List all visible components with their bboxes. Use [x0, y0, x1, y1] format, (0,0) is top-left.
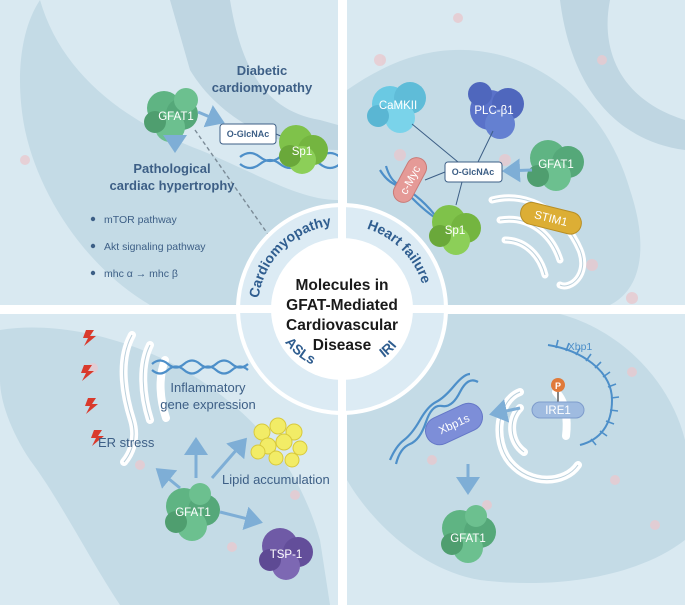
gfat1-protein-tr: GFAT1 — [527, 140, 584, 191]
arrow-gfat-lipid — [210, 437, 247, 479]
center-title-line4: Disease — [313, 337, 372, 354]
center-disc — [271, 238, 413, 380]
sp1-label-tl: Sp1 — [292, 146, 312, 158]
dashed-link-tl — [194, 129, 273, 241]
oglcnac-label-tl: O-GlcNAc — [227, 129, 270, 139]
asls-panel: Inflammatory gene expression ER stress L… — [81, 330, 330, 580]
er-stress-label: ER stress — [98, 435, 155, 450]
gfat1-protein-tl: GFAT1 — [144, 88, 198, 142]
center-title-line2: GFAT-Mediated — [286, 297, 398, 314]
xbp1s-protein: Xbp1s — [424, 402, 484, 446]
lipid-label: Lipid accumulation — [222, 472, 330, 487]
link-oglcnac-sp1 — [455, 181, 463, 206]
ire1-label: IRE1 — [545, 405, 571, 417]
arrow-ire1-xbp1s — [489, 399, 521, 423]
center-title-line3: Cardiovascular — [286, 317, 398, 334]
heart-silhouette-bottom-left — [0, 327, 330, 605]
plc-beta1-protein: PLC-β1 — [468, 82, 524, 139]
gfat1-protein-bl: GFAT1 — [165, 483, 220, 541]
dna-helix-br — [388, 372, 479, 465]
arrow-gfat-tsp — [219, 506, 263, 531]
plc-label: PLC-β1 — [474, 105, 513, 117]
link-oglcnac-plc — [477, 130, 494, 163]
iri-panel: Xbp1 P IRE1 Xbp1s GFAT1 — [388, 339, 620, 563]
arrow-gfat-erstress — [155, 468, 181, 490]
sp1-label-tr: Sp1 — [445, 225, 465, 237]
diabetic-cardiomyopathy-label-line2: cardiomyopathy — [212, 80, 313, 95]
bullet-akt: Akt signaling pathway — [104, 241, 206, 253]
dna-helix-bl — [151, 359, 249, 375]
stim1-protein: STIM1 — [520, 201, 582, 235]
camkii-label: CaMKII — [379, 100, 417, 112]
oglcnac-box-tr — [444, 161, 503, 183]
cardiomyopathy-panel: Diabetic cardiomyopathy GFAT1 O-GlcNAc S… — [90, 63, 341, 280]
camkii-protein: CaMKII — [367, 82, 426, 133]
er-membrane-outline-tr — [491, 197, 583, 287]
center-title-line1: Molecules in — [295, 277, 388, 294]
heart-failure-panel: CaMKII PLC-β1 GFAT1 O-GlcNAc c-Myc Sp1 — [367, 82, 586, 290]
phospho-marker — [551, 378, 565, 392]
link-oglcnac-camkii — [411, 123, 459, 163]
diabetic-cardiomyopathy-label: Diabetic — [237, 63, 288, 78]
tsp1-label: TSP-1 — [270, 549, 303, 561]
gfat1-label-tl: GFAT1 — [158, 111, 194, 123]
sp1-protein-tl: Sp1 — [279, 125, 328, 174]
gfat1-protein-br: GFAT1 — [441, 505, 496, 563]
bullet-mtor: mTOR pathway — [104, 214, 177, 226]
sp1-protein-tr: Sp1 — [429, 205, 481, 255]
bullet-mhc: mhc α → mhc β — [104, 268, 178, 280]
bullet-dot-2 — [90, 243, 96, 249]
xbp1-mrna — [547, 344, 614, 446]
ire1-protein: IRE1 — [531, 401, 585, 419]
gfat1-label-bl: GFAT1 — [175, 507, 211, 519]
lipid-droplets — [250, 417, 308, 468]
inflammatory-label-line2: gene expression — [160, 397, 255, 412]
inflammatory-label: Inflammatory — [170, 380, 246, 395]
bullet-dot-1 — [90, 216, 96, 222]
gfat1-label-br: GFAT1 — [450, 533, 486, 545]
hypertrophy-label-line2: cardiac hypertrophy — [110, 178, 236, 193]
er-membrane-outline-bl — [123, 334, 151, 463]
arrow-gfat-oglcnac-tr — [502, 158, 533, 183]
bullet-dot-3 — [90, 270, 96, 276]
oglcnac-label-tr: O-GlcNAc — [452, 167, 495, 177]
hypertrophy-label: Pathological — [133, 161, 210, 176]
xbp1-label: Xbp1 — [568, 341, 593, 353]
link-oglcnac-cmyc — [424, 171, 446, 181]
phospho-label: P — [555, 381, 561, 391]
gfat1-label-tr: GFAT1 — [538, 159, 574, 171]
tsp1-protein: TSP-1 — [259, 528, 313, 580]
lightning-icons — [81, 330, 104, 446]
arrow-gfat-oglcnac-tl — [197, 105, 225, 128]
xbp1-mrna-ticks — [555, 339, 620, 446]
